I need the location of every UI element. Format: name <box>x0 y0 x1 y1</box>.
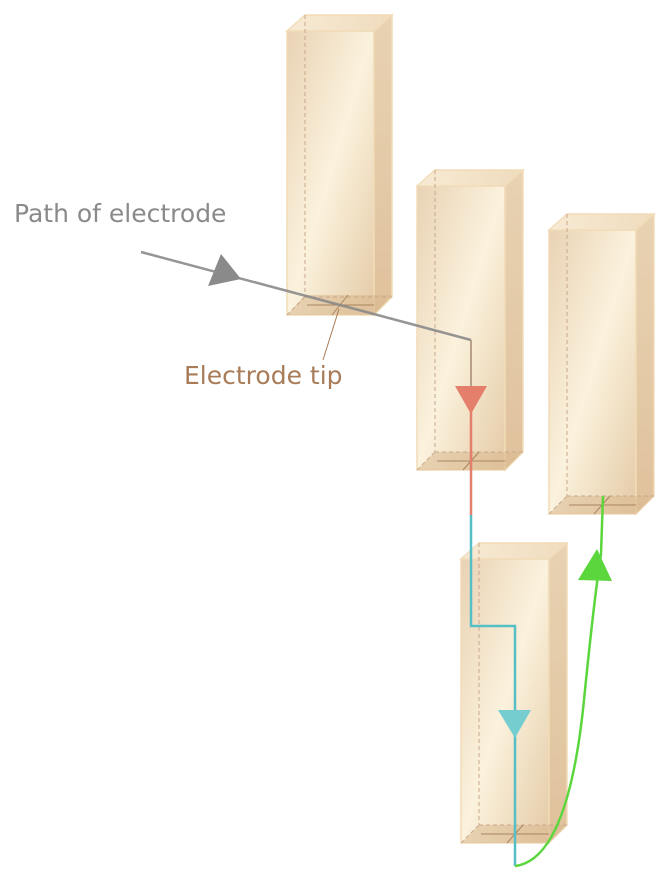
green-electrode-path <box>514 495 612 868</box>
gray-electrode-path <box>140 250 472 386</box>
tissue-block-3 <box>547 212 656 516</box>
electrode-tip-label: Electrode tip <box>184 361 343 390</box>
path-of-electrode-label: Path of electrode <box>14 199 227 228</box>
gray-arrow-icon <box>208 254 241 286</box>
tissue-block-4 <box>459 541 569 845</box>
cyan-arrow-icon <box>498 710 531 738</box>
electrode-tip-leader <box>322 308 340 361</box>
tissue-block-1 <box>285 13 394 317</box>
tissue-block-2 <box>415 168 525 472</box>
red-arrow-icon <box>455 386 487 414</box>
green-arrow-icon <box>578 549 612 581</box>
cyan-electrode-path <box>469 515 531 866</box>
red-electrode-path <box>455 386 487 515</box>
